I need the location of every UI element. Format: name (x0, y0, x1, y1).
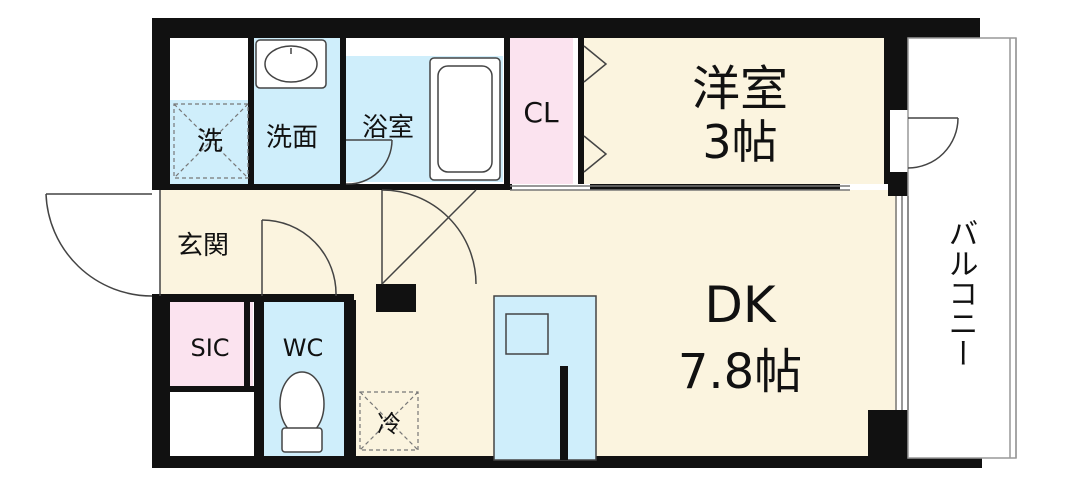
door-icon (45, 190, 161, 297)
room-wc-name: WC (283, 334, 324, 362)
sliding-door-icon (895, 196, 909, 410)
room-dk-size: 7.8帖 (678, 344, 802, 400)
room-yoshitsu-name: 洋室 (692, 61, 788, 117)
room-entrance-floor (160, 190, 250, 298)
toilet-icon (279, 371, 325, 453)
room-fridge-name: 冷 (377, 410, 401, 438)
walls (152, 18, 982, 468)
room-bath-name: 浴室 (362, 113, 414, 143)
room-sic-floor (168, 302, 253, 387)
fridge-space-icon (359, 391, 419, 451)
room-dk-name: DK (704, 276, 777, 334)
sliding-door-icon (510, 185, 850, 191)
door-icon (907, 117, 959, 169)
room-sic-name: SIC (190, 334, 229, 362)
stove-icon (560, 366, 568, 460)
room-yoshitsu-floor (578, 38, 888, 184)
door-icon (261, 219, 337, 297)
kitchen-sink-icon (493, 295, 597, 461)
washbasin-icon (255, 39, 327, 89)
room-entrance-name: 玄関 (177, 231, 229, 261)
room-closet-floor (508, 38, 573, 184)
room-balcony-name: バルコニー (943, 218, 978, 368)
room-closet-name: CL (523, 96, 559, 129)
room-corridor-floor (250, 190, 352, 298)
door-icon (381, 189, 477, 285)
washer-space-icon (173, 103, 249, 179)
room-washer-floor (170, 100, 252, 184)
door-icon (583, 45, 608, 173)
room-washer-name: 洗 (197, 127, 223, 157)
door-icon (345, 139, 393, 185)
room-yoshitsu-size: 3帖 (702, 115, 777, 169)
balcony-area (907, 37, 1017, 459)
room-dk-floor (352, 190, 897, 458)
room-washroom-name: 洗面 (266, 123, 318, 153)
bathtub-icon (429, 57, 501, 181)
